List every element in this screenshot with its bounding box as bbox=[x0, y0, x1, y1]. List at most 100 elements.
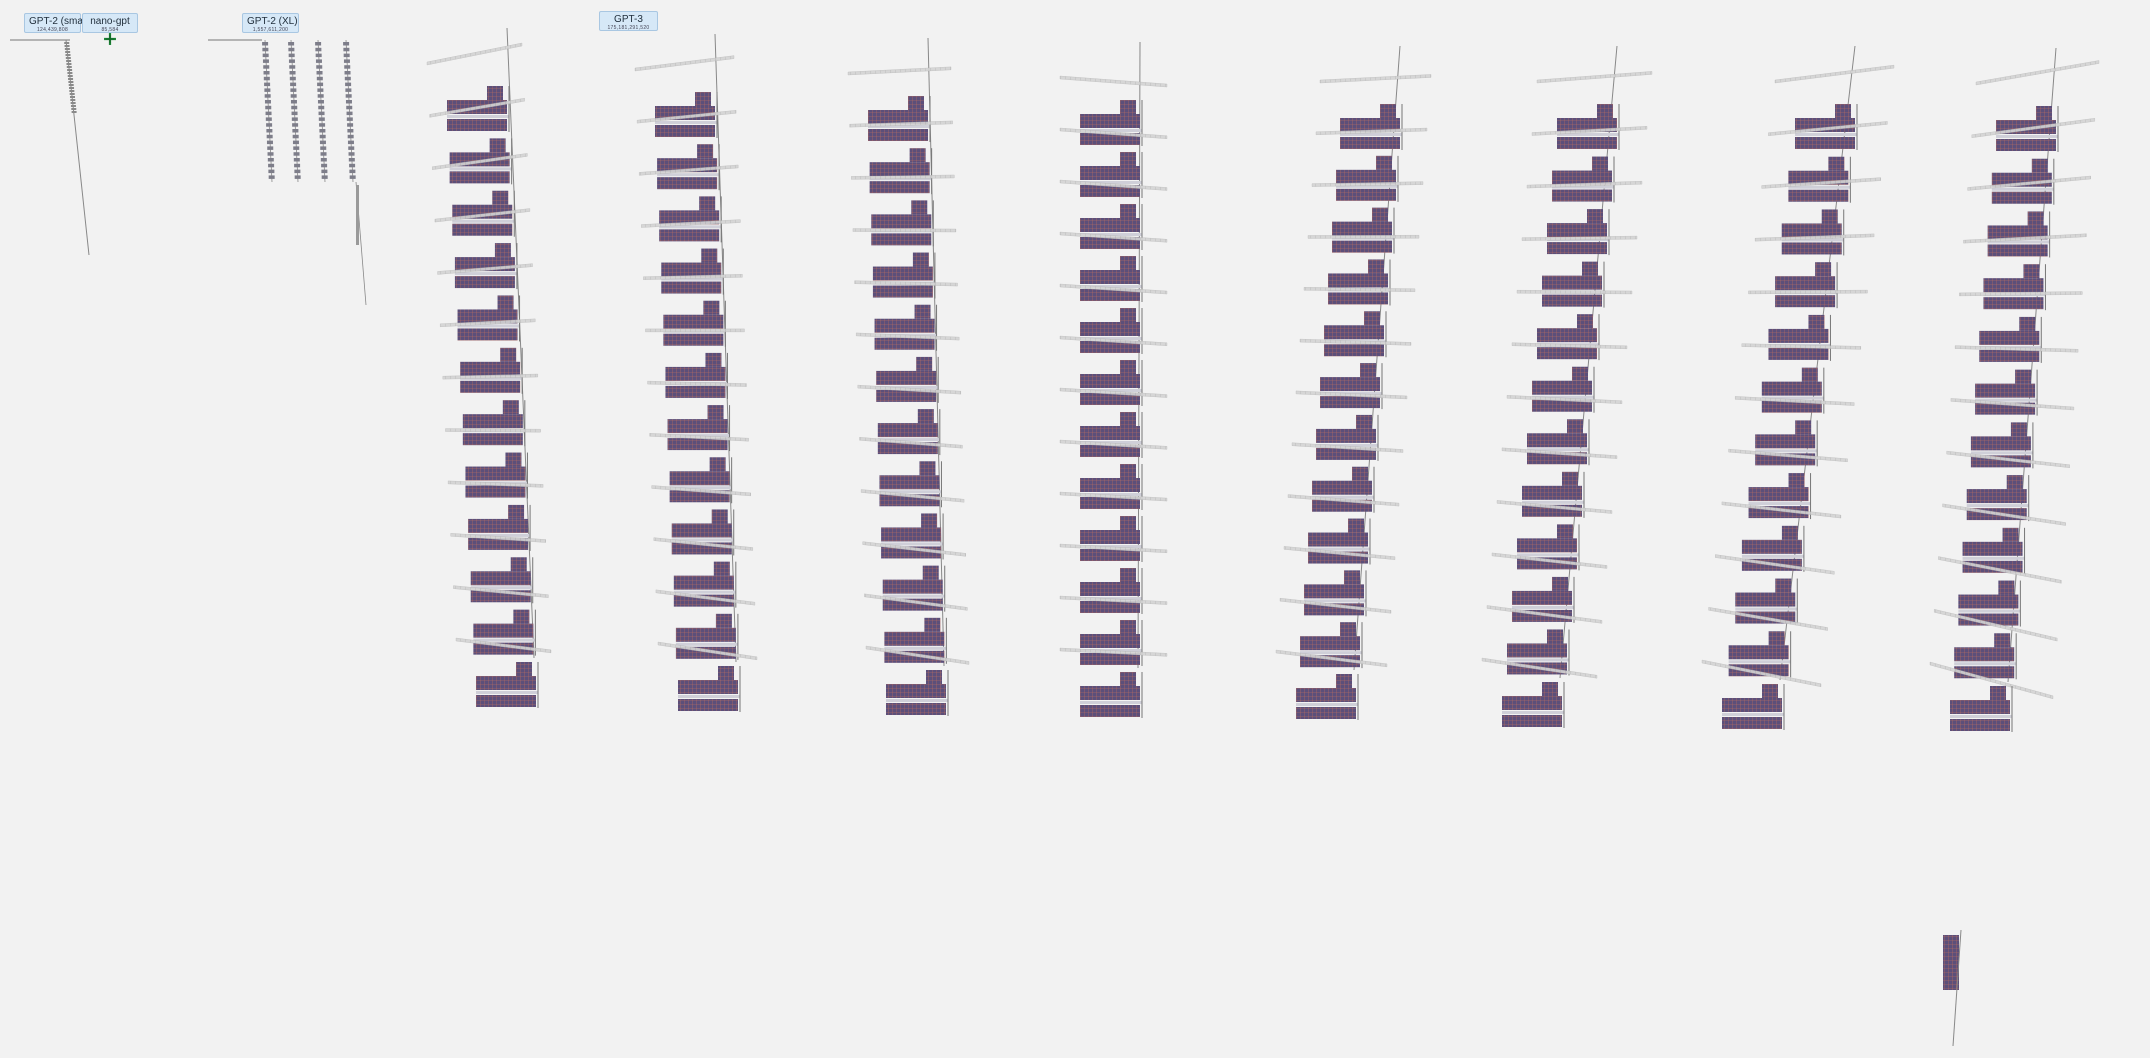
block-head bbox=[1822, 209, 1838, 223]
layer-plane bbox=[1308, 235, 1419, 238]
block-head bbox=[1344, 570, 1360, 584]
block-mlp bbox=[1532, 381, 1592, 395]
output-block bbox=[1943, 935, 1959, 990]
gpt3-column bbox=[848, 38, 969, 716]
block-mini bbox=[319, 129, 325, 133]
block-mini bbox=[317, 83, 323, 87]
block-head bbox=[1552, 577, 1568, 591]
block-mini bbox=[292, 112, 298, 116]
block-mlp bbox=[886, 684, 946, 698]
block-mini bbox=[293, 146, 299, 150]
block-head bbox=[1120, 516, 1136, 530]
block-mini bbox=[321, 164, 327, 168]
layer-tick bbox=[70, 96, 75, 98]
block-mlp bbox=[1537, 328, 1597, 342]
block-mlp bbox=[450, 171, 510, 183]
transformer-block bbox=[866, 646, 969, 716]
block-mlp bbox=[1308, 533, 1368, 547]
transformer-block bbox=[848, 67, 951, 142]
gpt3-column bbox=[635, 34, 757, 712]
block-head bbox=[695, 92, 711, 106]
block-mlp bbox=[1782, 242, 1842, 254]
block-mlp bbox=[1557, 137, 1617, 149]
block-mini bbox=[316, 65, 322, 69]
model-label-gpt2-small[interactable]: GPT-2 (small) 124,439,808 bbox=[24, 13, 81, 33]
block-mini bbox=[346, 106, 352, 110]
block-head bbox=[2028, 211, 2044, 225]
block-head bbox=[511, 557, 527, 571]
layer-plane bbox=[853, 229, 956, 232]
gpt3-stack[interactable] bbox=[427, 28, 2099, 1046]
gpt3-column bbox=[1482, 46, 1652, 728]
block-head bbox=[1364, 311, 1380, 325]
block-mini bbox=[294, 152, 300, 156]
transformer-block bbox=[1762, 178, 1881, 256]
block-mini bbox=[268, 164, 274, 168]
layer-plane bbox=[1702, 660, 1821, 687]
block-mlp bbox=[663, 315, 723, 329]
layer-tick bbox=[64, 42, 69, 44]
block-mlp bbox=[1080, 218, 1140, 232]
block-norm bbox=[1749, 502, 1811, 505]
block-head bbox=[505, 453, 521, 467]
transformer-block bbox=[1537, 71, 1652, 150]
block-mini bbox=[345, 71, 351, 75]
layer-tick bbox=[65, 48, 70, 50]
block-mini bbox=[315, 42, 321, 46]
gpt2-xl-column bbox=[315, 40, 328, 182]
block-mlp bbox=[1958, 595, 2018, 609]
block-head bbox=[1542, 682, 1558, 696]
block-mini bbox=[267, 146, 273, 150]
block-mlp bbox=[879, 475, 939, 489]
output-bar bbox=[356, 185, 359, 245]
model-label-gpt3[interactable]: GPT-3 175,181,291,520 bbox=[599, 11, 658, 31]
block-mini bbox=[266, 123, 272, 127]
block-mlp bbox=[1324, 344, 1384, 356]
block-head bbox=[1562, 472, 1578, 486]
block-mlp bbox=[868, 129, 928, 141]
block-mlp bbox=[1722, 698, 1782, 712]
layer-tick bbox=[71, 105, 76, 107]
block-mlp bbox=[870, 162, 930, 176]
block-mlp bbox=[1296, 707, 1356, 719]
block-head bbox=[1782, 526, 1798, 540]
block-head bbox=[712, 509, 728, 523]
block-head bbox=[487, 86, 503, 100]
block-head bbox=[1828, 157, 1844, 171]
model-params: 124,439,808 bbox=[29, 27, 76, 33]
model-label-gpt2-xl[interactable]: GPT-2 (XL) 1,557,611,200 bbox=[242, 13, 299, 33]
block-mini bbox=[262, 48, 268, 52]
block-head bbox=[2015, 370, 2031, 384]
block-mini bbox=[317, 88, 323, 92]
block-norm bbox=[1954, 662, 2016, 665]
block-head bbox=[1120, 152, 1136, 166]
block-head bbox=[2007, 475, 2023, 489]
gpt2-xl-stack[interactable] bbox=[208, 40, 366, 305]
layer-tick bbox=[67, 72, 72, 74]
layer-plane bbox=[1320, 74, 1431, 83]
block-mlp bbox=[881, 527, 941, 541]
block-mlp bbox=[452, 224, 512, 236]
block-mini bbox=[317, 77, 323, 81]
layer-tick bbox=[72, 111, 77, 113]
model-label-nano-gpt[interactable]: nano-gpt 85,584 bbox=[82, 13, 138, 33]
block-mlp bbox=[1512, 591, 1572, 605]
layer-tick bbox=[66, 63, 71, 65]
block-mlp bbox=[455, 276, 515, 288]
block-mini bbox=[292, 129, 298, 133]
block-mini bbox=[265, 100, 271, 104]
block-mini bbox=[347, 112, 353, 116]
block-mlp bbox=[1762, 382, 1822, 396]
block-head bbox=[1380, 104, 1396, 118]
block-mlp bbox=[1749, 487, 1809, 501]
block-mlp bbox=[476, 695, 536, 707]
transformer-block bbox=[635, 56, 734, 138]
block-mini bbox=[268, 170, 274, 174]
block-mlp bbox=[1963, 542, 2023, 556]
gpt2-small-stack[interactable] bbox=[10, 40, 89, 255]
block-mlp bbox=[1775, 295, 1835, 307]
block-mlp bbox=[1080, 374, 1140, 388]
block-norm bbox=[1080, 701, 1142, 704]
layer-plane bbox=[1976, 60, 2099, 85]
